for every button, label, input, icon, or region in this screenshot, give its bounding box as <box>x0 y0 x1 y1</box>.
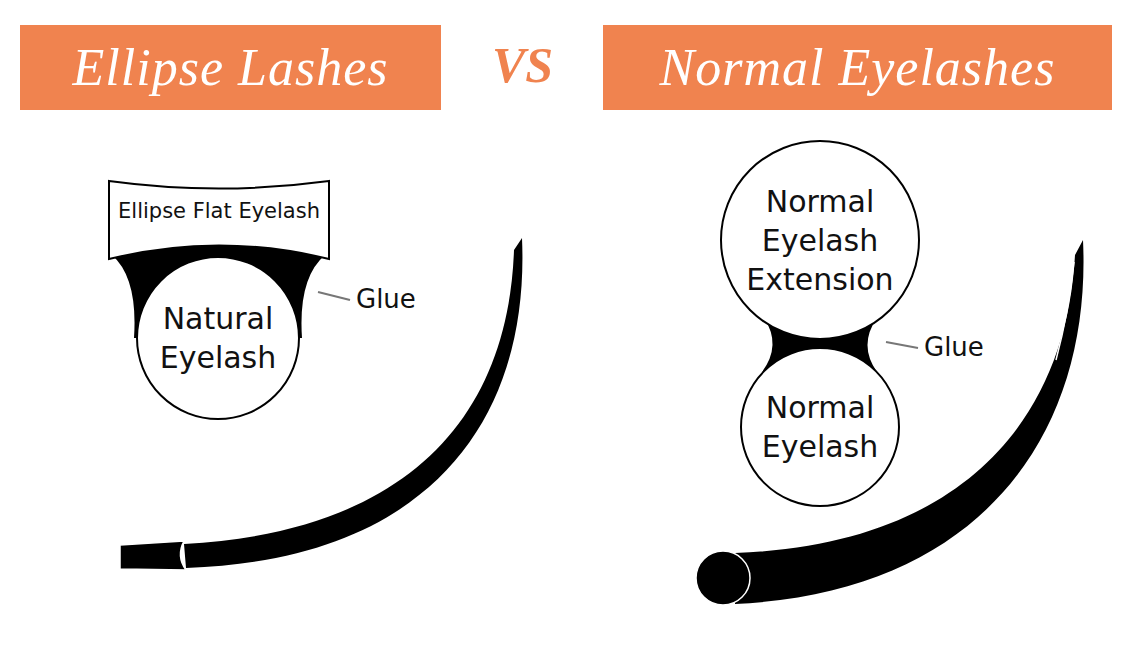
vs-label: VS <box>490 36 555 94</box>
title-band: Ellipse Lashes <box>20 25 441 110</box>
leader-line <box>318 292 350 300</box>
lash-section-circle: Normal Eyelash Extension <box>720 140 920 340</box>
glue-label: Glue <box>922 332 986 362</box>
lash-split <box>1056 262 1074 360</box>
leader-line <box>886 342 918 348</box>
title-text: Normal Eyelashes <box>660 34 1056 102</box>
lash-section-circle: Normal Eyelash <box>740 347 900 507</box>
flat-lash-section: Ellipse Flat Eyelash <box>108 180 330 260</box>
shape-text: Normal Eyelash <box>750 388 890 466</box>
glue-label: Glue <box>354 284 418 314</box>
round-lash-tip <box>696 551 750 605</box>
lash-section-circle: Natural Eyelash <box>136 256 300 420</box>
shape-text: Normal Eyelash Extension <box>735 182 905 299</box>
shape-text: Natural Eyelash <box>148 299 288 377</box>
title-band: Normal Eyelashes <box>603 25 1112 110</box>
circle-outline <box>740 347 900 507</box>
lash-split <box>486 258 512 360</box>
shape-text: Ellipse Flat Eyelash <box>118 198 320 225</box>
flat-lash-tip <box>120 541 186 570</box>
title-text: Ellipse Lashes <box>73 34 389 102</box>
circle-outline <box>136 256 300 420</box>
